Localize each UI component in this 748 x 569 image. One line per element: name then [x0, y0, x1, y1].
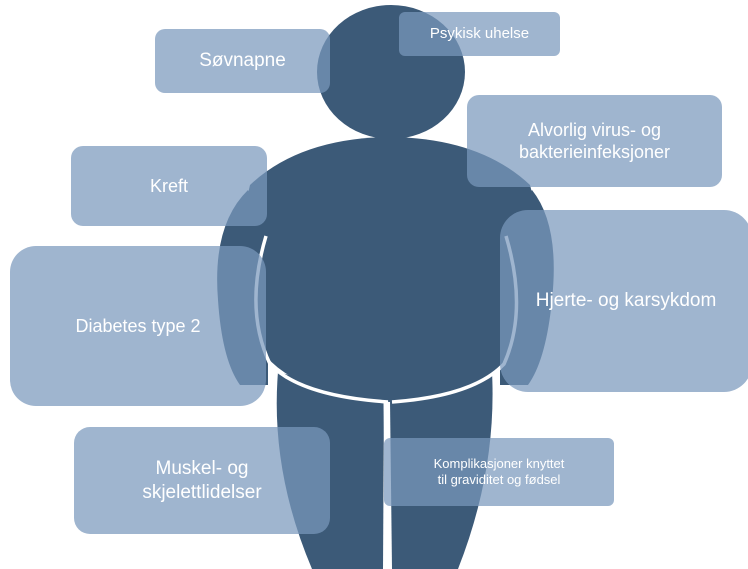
- komplikasjoner-label-line2: til graviditet og fødsel: [434, 472, 565, 488]
- komplikasjoner-label-line1: Komplikasjoner knyttet: [434, 456, 565, 472]
- box-sovnapne: Søvnapne: [155, 29, 330, 93]
- box-muskel-og-skjelett: Muskel- og skjelettlidelser: [74, 427, 330, 534]
- box-alvorlig-infeksjoner: Alvorlig virus- og bakterieinfeksjoner: [467, 95, 722, 187]
- sovnapne-label: Søvnapne: [199, 49, 286, 73]
- box-diabetes-type-2: Diabetes type 2: [10, 246, 266, 406]
- diabetes-label: Diabetes type 2: [75, 315, 200, 338]
- alvorlig-label-line2: bakterieinfeksjoner: [519, 141, 670, 164]
- box-psykisk-uhelse: Psykisk uhelse: [399, 12, 560, 56]
- kreft-label: Kreft: [150, 175, 188, 198]
- box-kreft: Kreft: [71, 146, 267, 226]
- muskel-label-line1: Muskel- og: [142, 457, 261, 481]
- box-hjerte-og-karsykdom: Hjerte- og karsykdom: [500, 210, 748, 392]
- psykisk-uhelse-label: Psykisk uhelse: [430, 25, 529, 44]
- hjerte-label: Hjerte- og karsykdom: [536, 289, 717, 313]
- alvorlig-label-line1: Alvorlig virus- og: [519, 119, 670, 142]
- box-komplikasjoner-graviditet: Komplikasjoner knyttet til graviditet og…: [384, 438, 614, 506]
- muskel-label-line2: skjelettlidelser: [142, 481, 261, 505]
